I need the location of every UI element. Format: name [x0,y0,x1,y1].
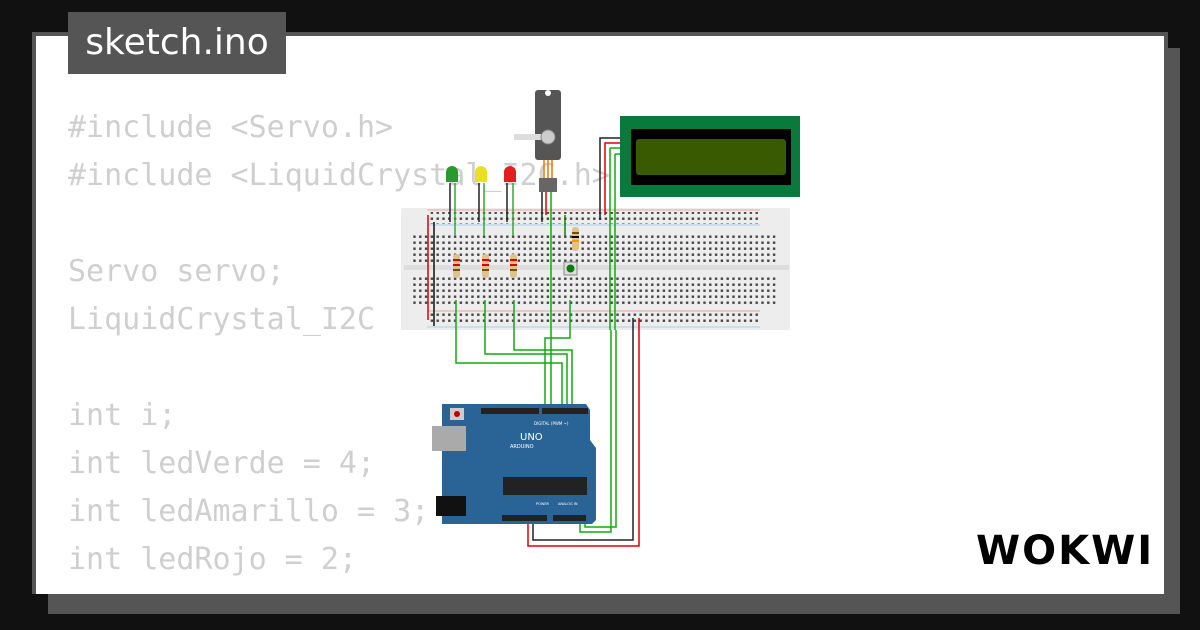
resistor [453,254,460,278]
wokwi-logo: WOKWI [976,528,1155,574]
led-green [446,166,458,182]
wires [427,137,640,547]
pushbutton [563,261,578,276]
code-line: int boton = 7; [68,584,610,594]
code-line: int i; [68,398,177,433]
lcd-display [620,116,800,197]
arduino-uno: UNO ARDUINO DIGITAL (PWM ~) POWER ANALOG… [432,404,596,524]
resistor [482,254,489,278]
led-red [504,166,516,182]
code-line: int ledRojo = 2; [68,542,357,577]
resistor [572,227,579,251]
code-line: #include <Servo.h> [68,110,394,145]
arduino-model: UNO [520,432,543,443]
code-preview: #include <Servo.h>#include <LiquidCrysta… [68,104,610,594]
breadboard [401,208,790,330]
code-line: int ledVerde = 4; [68,446,376,481]
servo [514,90,561,192]
led-yellow [475,166,487,182]
code-line: LiquidCrystal_I2C [68,302,376,337]
resistor [510,254,517,278]
analog-label: ANALOG IN [558,502,578,506]
arduino-brand: ARDUINO [510,444,534,450]
file-title: sketch.ino [68,12,286,74]
power-label: POWER [536,502,550,506]
code-line: Servo servo; [68,254,285,289]
digital-label: DIGITAL (PWM ~) [534,421,569,426]
code-line: int ledAmarillo = 3; [68,494,430,529]
